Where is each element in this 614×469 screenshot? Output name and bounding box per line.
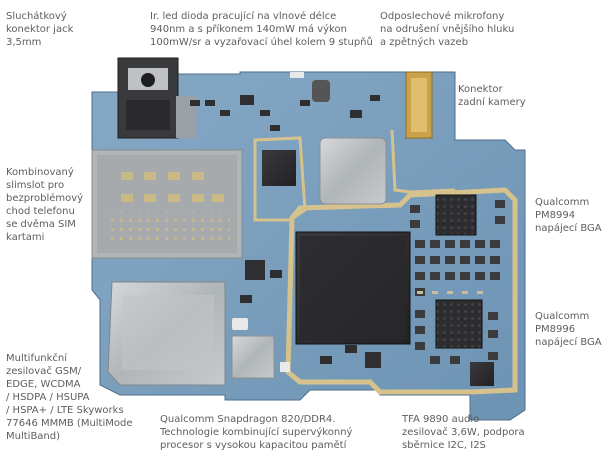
pm8994-chip	[435, 194, 477, 236]
tfa-chip	[470, 362, 494, 386]
label-pm8994: Qualcomm PM8994 napájecí BGA	[535, 197, 602, 234]
label-jack: Sluchátkový konektor jack 3,5mm	[6, 11, 74, 48]
label-slimslot: Kombinovaný slimslot pro bezproblémový c…	[6, 167, 84, 243]
small-chip	[262, 150, 296, 186]
label-pm8996: Qualcomm PM8996 napájecí BGA	[535, 311, 602, 348]
gold-trace	[285, 187, 518, 395]
gold-trace-2	[253, 136, 307, 222]
label-ir-led: Ir. led dioda pracující na vlnové délce …	[150, 11, 373, 48]
gold-trace-3	[390, 129, 456, 194]
label-rear-camera: Konektor zadní kamery	[458, 84, 526, 108]
microphone-shield	[319, 137, 387, 205]
small-shield	[231, 335, 275, 379]
label-tfa: TFA 9890 audio zesilovač 3,6W, podpora s…	[402, 414, 525, 451]
pm8996-chip	[435, 299, 483, 349]
label-amplifier: Multifunkční zesilovač GSM/ EDGE, WCDMA …	[6, 353, 133, 442]
label-snapdragon: Qualcomm Snapdragon 820/DDR4. Technologi…	[160, 414, 353, 451]
label-microphones: Odposlechové mikrofony na odrušení vnějš…	[380, 11, 515, 48]
